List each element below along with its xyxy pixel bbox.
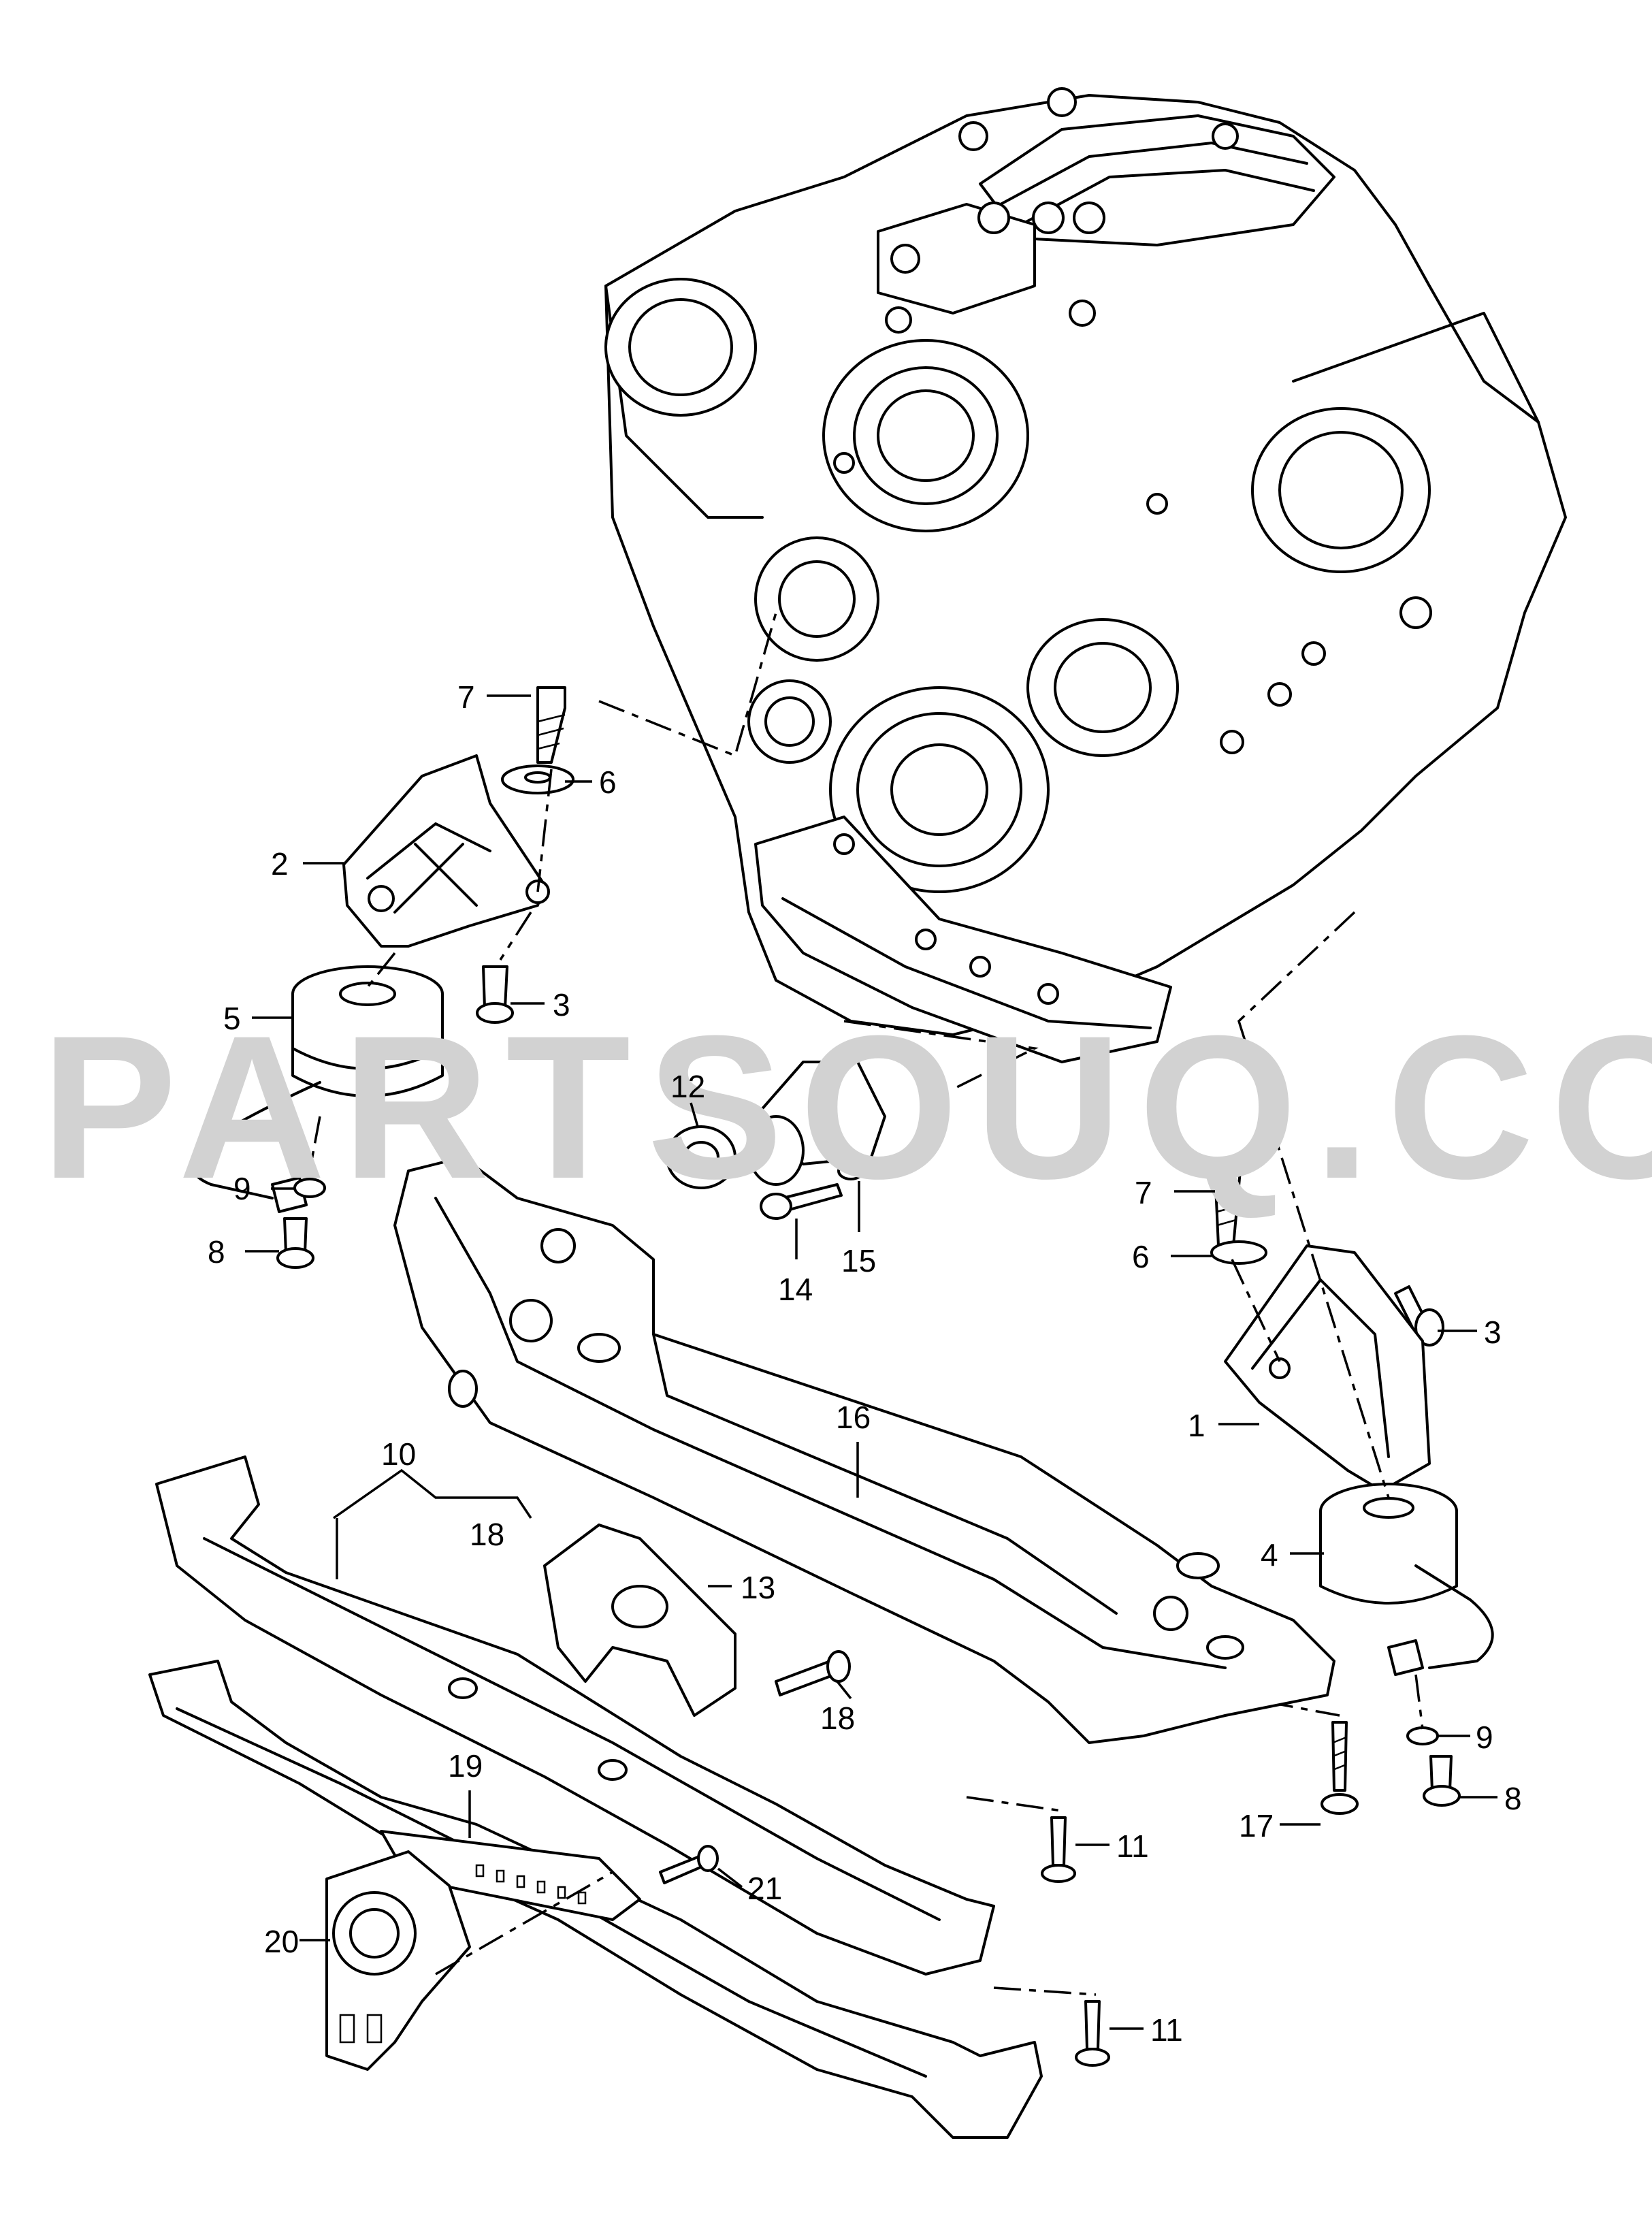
callout-7: 7 [457, 679, 475, 715]
callout-21: 21 [747, 1871, 782, 1906]
callouts: 7 6 2 3 5 9 8 12 14 15 7 6 3 1 4 9 8 17 … [208, 679, 1522, 2048]
callout-3: 3 [553, 987, 570, 1022]
callout-8b: 8 [1504, 1781, 1522, 1816]
callout-9b: 9 [1476, 1720, 1493, 1755]
callout-1: 1 [1188, 1408, 1205, 1443]
center-mount-parts [666, 1020, 1039, 1220]
subframe-16 [393, 1156, 1335, 1744]
callout-16: 16 [836, 1400, 871, 1435]
right-mount-assembly [1210, 911, 1494, 1815]
callout-11: 11 [1116, 1828, 1149, 1864]
callout-2: 2 [271, 846, 289, 882]
callout-15: 15 [841, 1243, 876, 1278]
watermark: PARTSOUQ.COM [41, 993, 1652, 1221]
left-mount-assembly [191, 612, 777, 1269]
callout-17: 17 [1239, 1808, 1274, 1843]
callout-13: 13 [741, 1570, 775, 1605]
crossmember-19 [148, 1660, 1110, 2139]
callout-9: 9 [233, 1171, 251, 1206]
callout-18: 18 [470, 1517, 504, 1552]
callout-4: 4 [1261, 1537, 1278, 1573]
callout-14: 14 [778, 1272, 813, 1307]
callout-7b: 7 [1135, 1175, 1152, 1210]
leader-lines [245, 694, 1497, 2030]
callout-12: 12 [670, 1069, 705, 1104]
callout-8: 8 [208, 1234, 225, 1270]
callout-3b: 3 [1484, 1315, 1502, 1350]
slot-holes [475, 1864, 587, 1905]
callout-6: 6 [599, 764, 617, 800]
callout-11b: 11 [1150, 2012, 1183, 2048]
callout-19: 19 [448, 1748, 483, 1784]
crossmember-10 [155, 1455, 1076, 1976]
callout-6b: 6 [1132, 1239, 1150, 1274]
callout-5: 5 [223, 1001, 241, 1036]
callout-20: 20 [264, 1924, 299, 1959]
callout-18b: 18 [820, 1701, 855, 1736]
callout-10: 10 [381, 1436, 416, 1472]
engine-block [604, 87, 1567, 1063]
